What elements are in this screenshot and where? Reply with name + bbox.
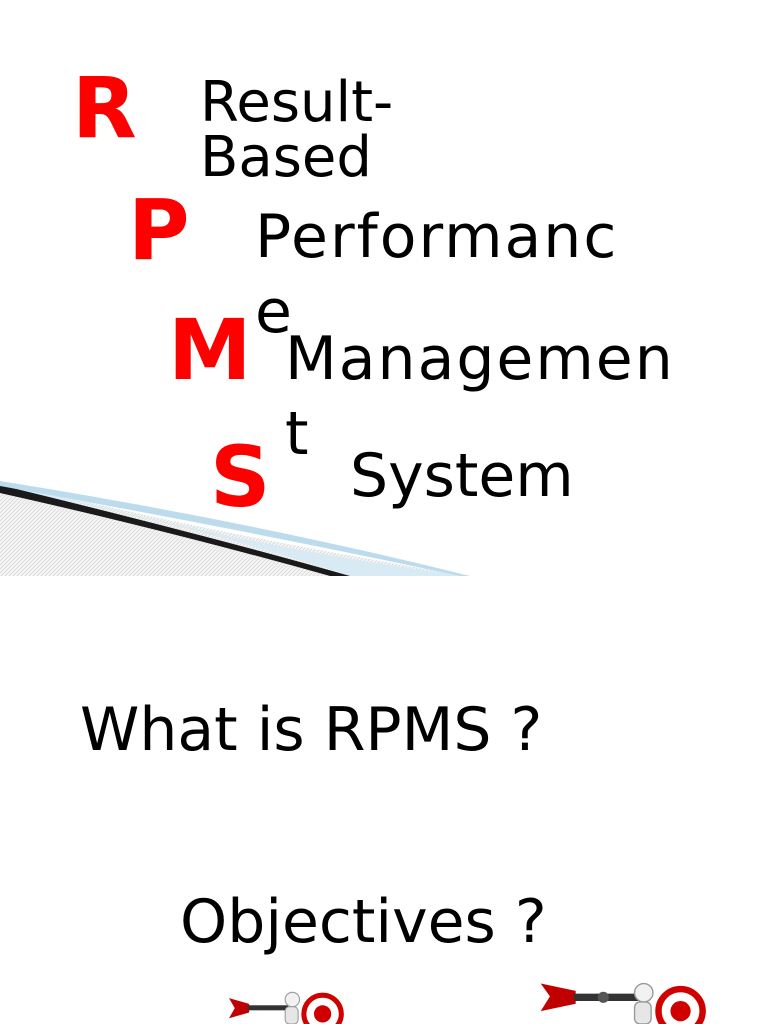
questions-slide: What is RPMS ? Objectives ? [0,576,768,1024]
dart-target-figure-icon [229,991,344,1024]
acronym-letter-m: M [168,301,252,399]
acronym-letter-r: R [72,59,137,157]
acronym-word-result-based: Result-Based [200,70,394,190]
acronym-word-performance: Performance [255,202,619,347]
acronym-word-management: Management [285,324,675,469]
acronym-letter-p: P [128,181,190,279]
what-is-rpms-question: What is RPMS ? [80,695,543,765]
dart-target-figure-icon [540,982,706,1024]
acronym-word-system: System [350,441,574,511]
title-slide: R Result-Based P Performance M Managemen… [0,59,675,576]
wave-decoration-icon [0,481,470,576]
objectives-question: Objectives ? [180,887,547,957]
acronym-letter-s: S [210,428,271,526]
